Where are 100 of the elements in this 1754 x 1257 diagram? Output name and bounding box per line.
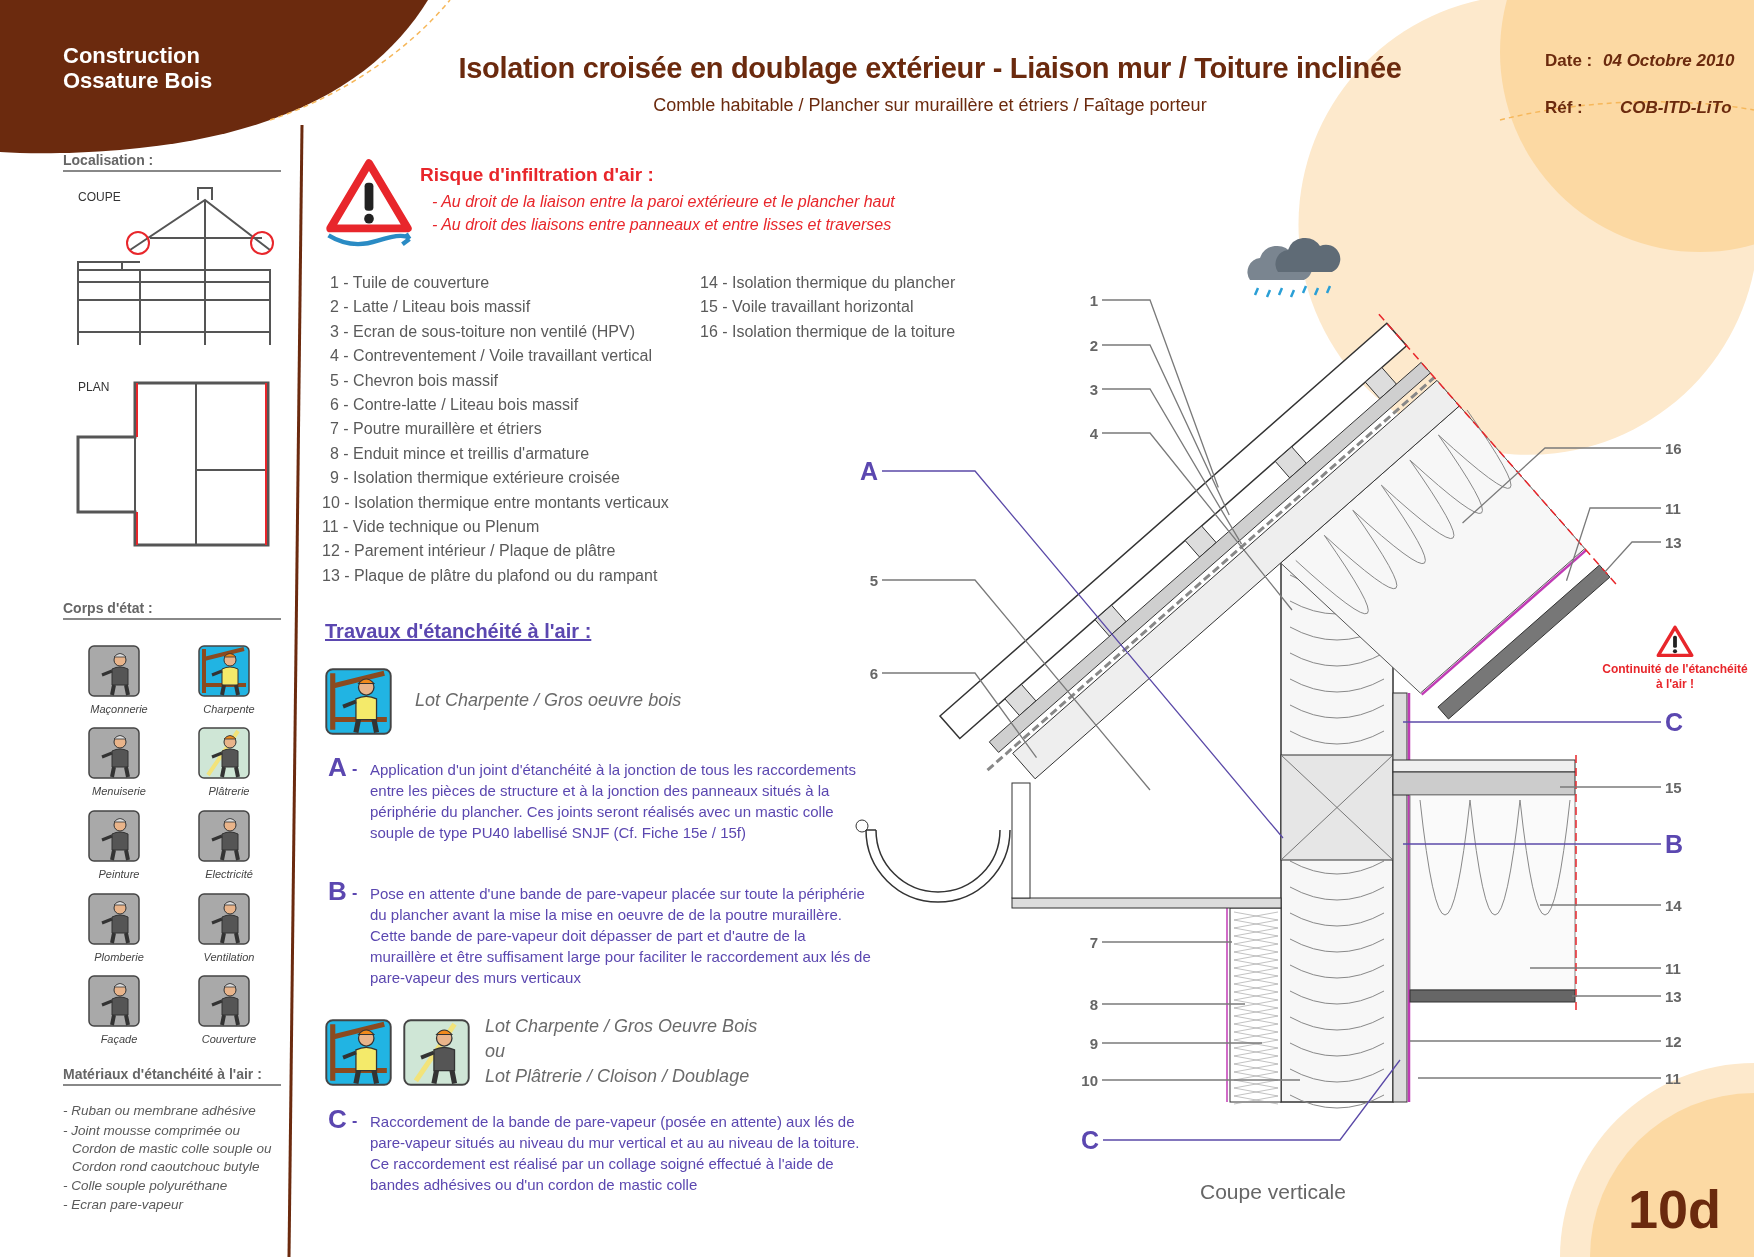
- step-description: Pose en attente d'une bande de pare-vapeur placée sur toute la périphérie du plancher avant la mise la mise en oeuvre de de la poutre muraillère. Cette bande de pare-vapeur doit dépasser de part et d'autre de la muraillère et être suffisament large pour faciliter le raccordement aux lés de pare-vapeur des murs verticaux: [370, 884, 872, 988]
- leader-line: [1101, 344, 1230, 516]
- part-list-item: 9 - Isolation thermique extérieure croisée: [330, 469, 620, 488]
- callout-number: 9: [1068, 1033, 1098, 1053]
- step-letter: B: [328, 876, 347, 907]
- callout-letter: A: [852, 457, 878, 485]
- leader-line: [1539, 904, 1662, 906]
- trade-name: Plomberie: [93, 951, 145, 963]
- callout-number: 14: [1665, 895, 1695, 915]
- leader-line: [1402, 843, 1662, 845]
- leader-line: [1101, 299, 1219, 489]
- trade-lot-text: ou: [485, 1041, 506, 1062]
- trade-name: Ventilation: [202, 951, 256, 963]
- leader-line: [1559, 786, 1662, 788]
- leader-line: [1417, 1077, 1662, 1079]
- trade-name: Charpente: [202, 703, 256, 715]
- warning-heading: Risque d'infiltration d'air :: [420, 164, 654, 186]
- leader-line: [881, 579, 1151, 791]
- trade-name: Plâtrerie: [207, 785, 251, 797]
- part-list-item: 10 - Isolation thermique entre montants verticaux: [322, 493, 669, 512]
- view-label: COUPE: [78, 190, 121, 204]
- material-item: - Joint mousse comprimée ou Cordon de mastic colle souple ou Cordon rond caoutchouc butyle: [63, 1122, 273, 1176]
- callout-letter: C: [1665, 708, 1691, 736]
- part-list-item: 15 - Voile travaillant horizontal: [700, 298, 914, 317]
- leader-line: [1571, 995, 1662, 997]
- part-list-item: 14 - Isolation thermique du plancher: [700, 274, 956, 292]
- callout-number: 13: [1665, 986, 1695, 1006]
- trade-name: Electricité: [204, 868, 254, 880]
- callout-number: 16: [1665, 438, 1695, 458]
- leader-line: [1529, 967, 1662, 969]
- part-list-item: 3 - Ecran de sous-toiture non ventilé (HPV): [330, 322, 636, 341]
- section-heading: Corps d'état :: [63, 600, 281, 620]
- leader-line: [881, 672, 1038, 759]
- separator-dash: -: [352, 1112, 358, 1130]
- field-label: Réf :: [1545, 98, 1583, 118]
- part-list-item: 5 - Chevron bois massif: [330, 371, 499, 390]
- callout-number: 4: [1068, 423, 1098, 443]
- section-heading: Localisation :: [63, 152, 281, 172]
- leader-line: [1565, 507, 1662, 582]
- part-list-item: 4 - Contreventement / Voile travaillant vertical: [330, 347, 652, 366]
- callout-number: 3: [1068, 379, 1098, 399]
- step-description: Raccordement de la bande de pare-vapeur (posée en attente) aux lés de pare-vapeur situés au niveau du mur vertical et au au niveau de la toiture. Ce raccordement est réalisé par un collage soigné effectué à l'aide de bandes adhésives ou d'un cordon de mastic colle: [370, 1112, 861, 1195]
- part-list-item: 11 - Vide technique ou Plenum: [322, 518, 540, 536]
- leader-line: [1101, 941, 1233, 943]
- part-list-item: 2 - Latte / Liteau bois massif: [330, 298, 531, 317]
- warning-text: - Au droit des liaisons entre panneaux et entre lisses et traverses: [432, 216, 892, 234]
- step-description: Application d'un joint d'étanchéité à la jonction de tous les raccordements entre les pièces de structure et à la jonction des panneaux situés à la périphérie du plancher. Ces joints seront réalisés avec un mastic colle souple de type PU40 labellisé SNJF (Cf. Fiche 15e / 15f): [370, 760, 858, 843]
- callout-number: 11: [1665, 958, 1695, 978]
- part-list-item: 8 - Enduit mince et treillis d'armature: [330, 444, 590, 463]
- section-heading: Travaux d'étanchéité à l'air :: [325, 620, 592, 643]
- material-item: - Ruban ou membrane adhésive: [63, 1102, 257, 1120]
- field-value: 04 Octobre 2010: [1603, 51, 1735, 71]
- material-item: - Ecran pare-vapeur: [63, 1196, 185, 1214]
- separator-dash: -: [352, 884, 358, 902]
- section-heading: Matériaux d'étanchéité à l'air :: [63, 1066, 281, 1086]
- trade-lot-text: Lot Charpente / Gros oeuvre bois: [415, 690, 682, 711]
- step-letter: A: [328, 752, 347, 783]
- callout-number: 11: [1665, 1068, 1695, 1088]
- callout-letter: C: [1073, 1126, 1099, 1154]
- leader-line: [1461, 447, 1662, 524]
- callout-number: 1: [1068, 290, 1098, 310]
- view-label: PLAN: [78, 380, 110, 394]
- leader-line: [1101, 1042, 1263, 1044]
- figure-caption: Coupe verticale: [1200, 1180, 1346, 1204]
- subtitle: Comble habitable / Plancher sur muraillère et étriers / Faîtage porteur: [652, 95, 1208, 116]
- trade-lot-text: Lot Plâtrerie / Cloison / Doublage: [485, 1066, 750, 1087]
- step-letter: C: [328, 1104, 347, 1135]
- field-value: COB-ITD-LiTo: [1620, 98, 1732, 118]
- part-list-item: 16 - Isolation thermique de la toiture: [700, 322, 956, 341]
- trade-name: Menuiserie: [91, 785, 147, 797]
- leader-line: [1101, 432, 1293, 611]
- separator-dash: -: [352, 760, 358, 778]
- callout-number: 8: [1068, 994, 1098, 1014]
- page-number: 10d: [1628, 1178, 1722, 1240]
- leader-line: [1101, 388, 1243, 545]
- trade-lot-text: Lot Charpente / Gros Oeuvre Bois: [485, 1016, 758, 1037]
- part-list-item: 7 - Poutre muraillère et étriers: [330, 420, 542, 439]
- warning-note: Continuité de l'étanchéité à l'air !: [1601, 662, 1749, 692]
- callout-number: 11: [1665, 498, 1695, 518]
- callout-number: 12: [1665, 1031, 1695, 1051]
- callout-letter: B: [1665, 830, 1691, 858]
- material-item: - Colle souple polyuréthane: [63, 1177, 229, 1195]
- part-list-item: 12 - Parement intérieur / Plaque de plâtre: [322, 542, 616, 561]
- trade-name: Couverture: [200, 1033, 258, 1045]
- trade-name: Façade: [99, 1033, 139, 1045]
- part-list-item: 1 - Tuile de couverture: [330, 274, 490, 292]
- leader-line: [1101, 1003, 1246, 1005]
- leader-line: [1101, 1079, 1301, 1081]
- part-list-item: 6 - Contre-latte / Liteau bois massif: [330, 396, 579, 414]
- trade-name: Peinture: [97, 868, 141, 880]
- leader-line: [881, 470, 1284, 839]
- callout-number: 13: [1665, 532, 1695, 552]
- callout-number: 5: [852, 570, 878, 590]
- series-title: Construction Ossature Bois: [63, 43, 213, 93]
- page-title: Isolation croisée en doublage extérieur - Liaison mur / Toiture inclinée: [457, 52, 1403, 85]
- leader-line: [1102, 1059, 1401, 1141]
- field-label: Date :: [1545, 51, 1593, 71]
- callout-number: 15: [1665, 777, 1695, 797]
- callout-number: 2: [1068, 335, 1098, 355]
- leader-line: [1402, 721, 1662, 723]
